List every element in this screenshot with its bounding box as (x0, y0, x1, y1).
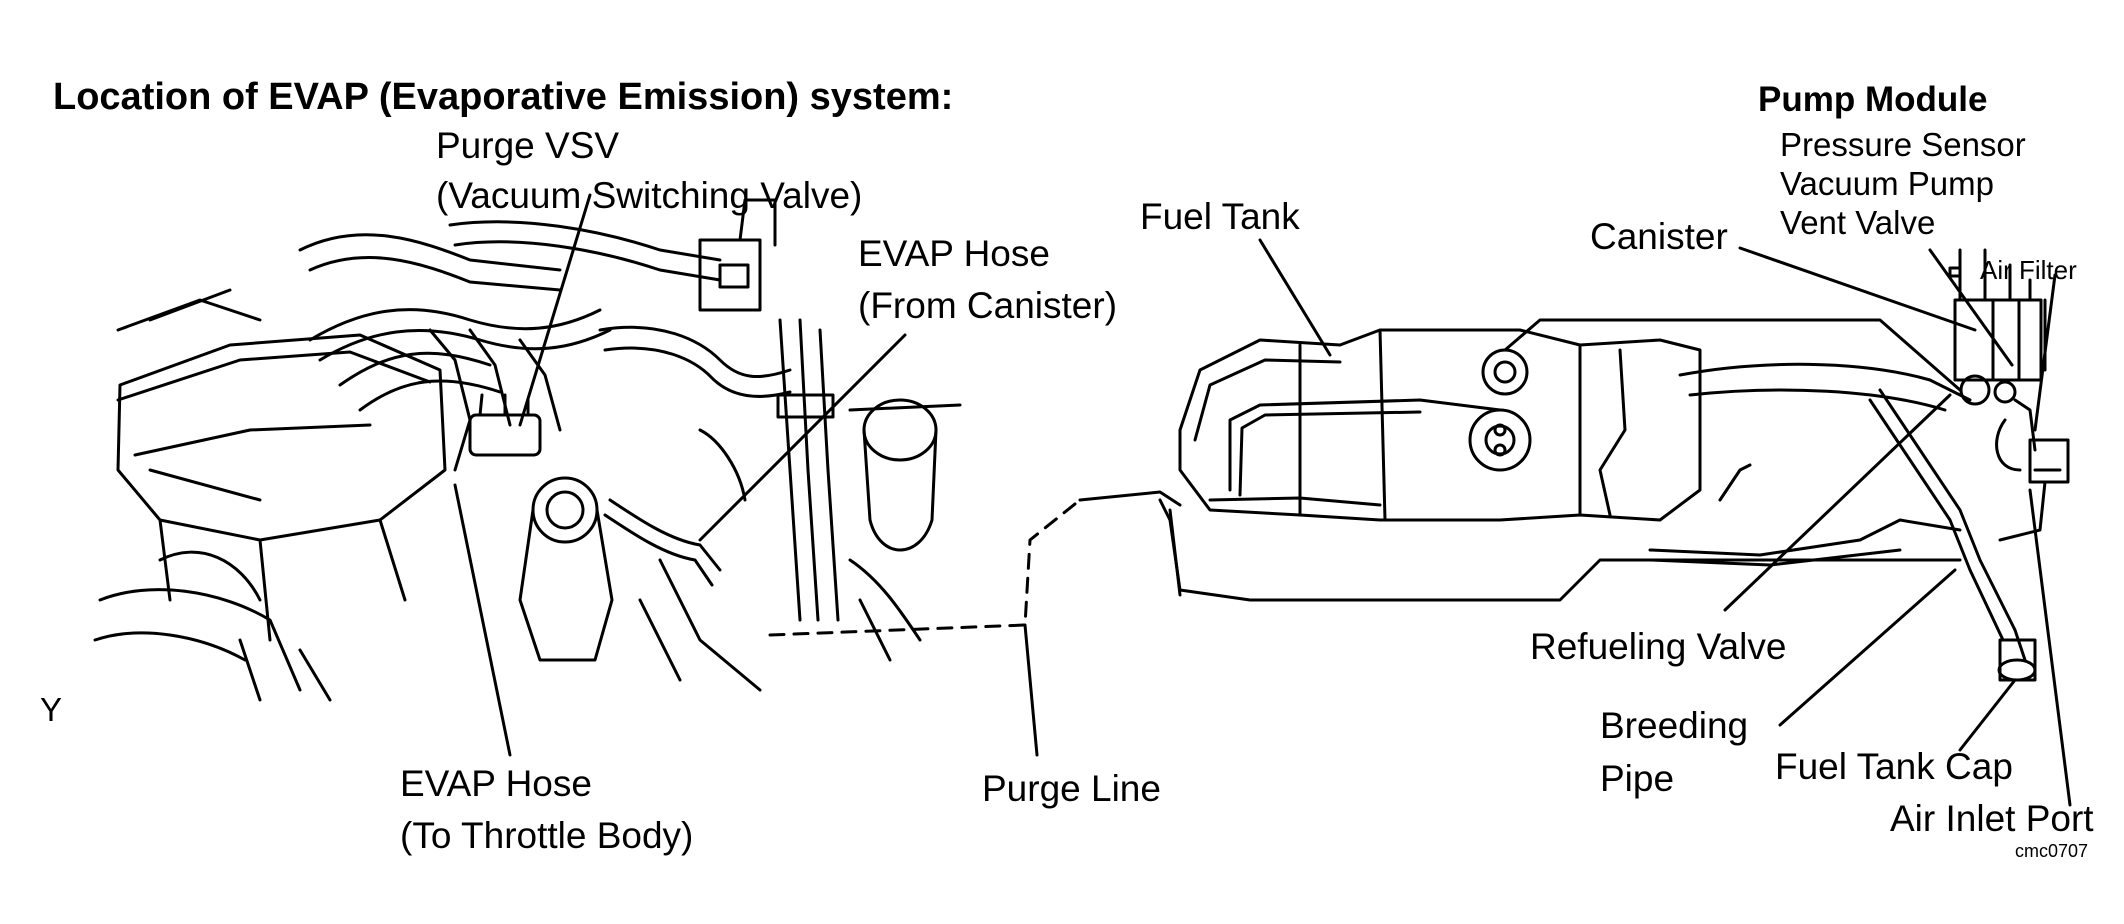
label-air-inlet-port: Air Inlet Port (1890, 798, 2094, 839)
label-breeding-pipe-line2: Pipe (1600, 758, 1675, 799)
label-breeding-pipe: Breeding (1600, 705, 1749, 746)
label-purge-vsv-subtitle: (Vacuum Switching Valve) (436, 175, 863, 216)
label-purge-vsv: Purge VSV (436, 125, 620, 166)
diagram-title: Location of EVAP (Evaporative Emission) … (53, 76, 954, 118)
figure-code: cmc0707 (2015, 841, 2089, 861)
label-evap-hose-to-throttle: EVAP Hose (400, 763, 592, 804)
label-evap-hose-from-canister: EVAP Hose (858, 233, 1050, 274)
label-vacuum-pump: Vacuum Pump (1780, 165, 1994, 202)
engine-bay-illustration (93, 198, 962, 702)
label-pressure-sensor: Pressure Sensor (1780, 126, 2026, 163)
label-air-filter: Air Filter (1980, 255, 2077, 285)
label-evap-hose-from-canister-sub: (From Canister) (858, 285, 1118, 326)
leader-lines (453, 193, 2072, 807)
label-fuel-tank: Fuel Tank (1140, 196, 1300, 237)
label-evap-hose-to-throttle-sub: (To Throttle Body) (400, 815, 694, 856)
label-canister: Canister (1590, 216, 1728, 257)
label-pump-module: Pump Module (1758, 80, 1988, 119)
label-refueling-valve: Refueling Valve (1530, 626, 1787, 667)
margin-mark: Y (40, 691, 63, 728)
label-purge-line: Purge Line (982, 768, 1161, 809)
fuel-tank-illustration (1078, 248, 2070, 682)
label-fuel-tank-cap: Fuel Tank Cap (1775, 746, 2013, 787)
label-vent-valve: Vent Valve (1780, 204, 1936, 241)
